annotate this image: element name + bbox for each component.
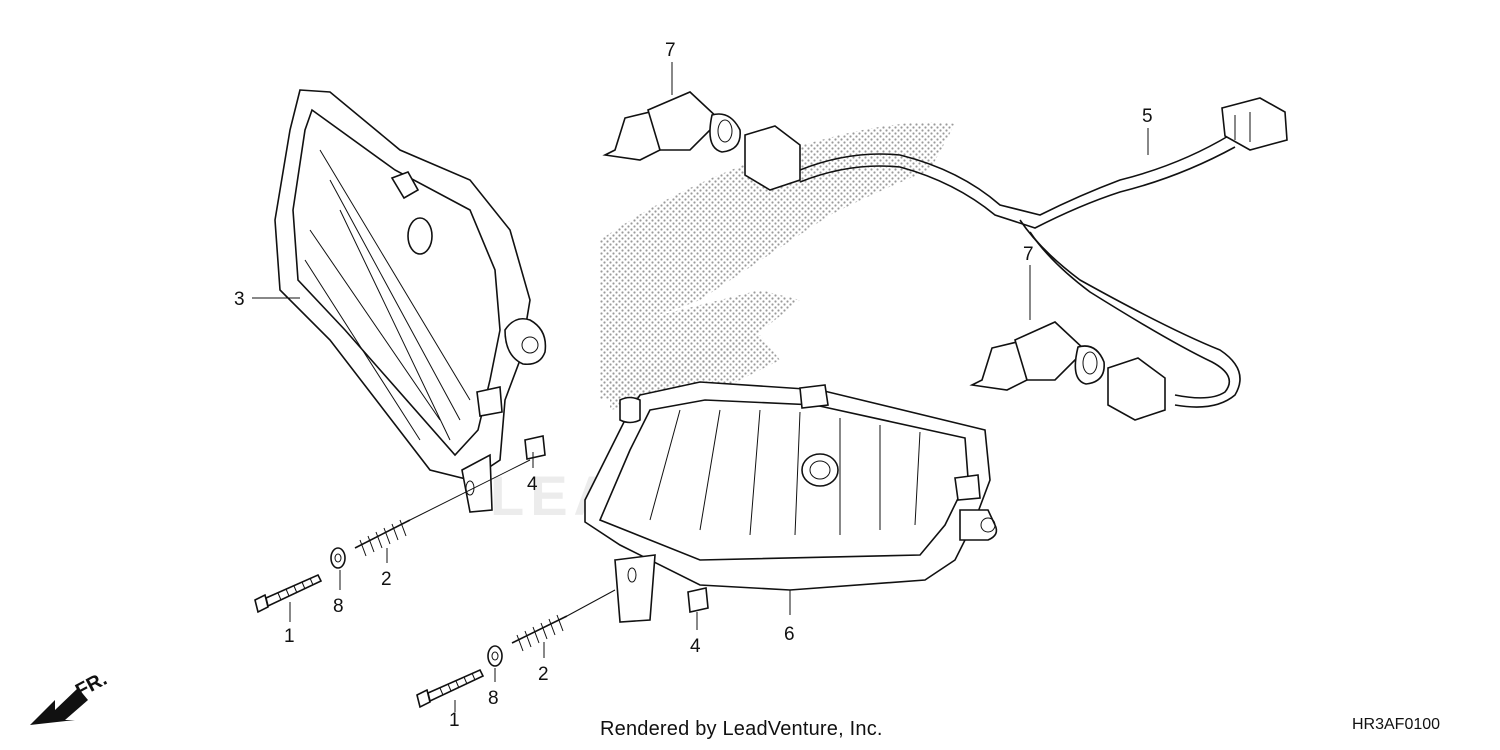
bulb-socket-lower (969, 321, 1105, 391)
callout-7-lower: 7 (1023, 244, 1034, 265)
callout-1-upper: 1 (284, 626, 295, 647)
callout-3: 3 (234, 289, 245, 310)
render-credit: Rendered by LeadVenture, Inc. (600, 718, 883, 740)
bulb-socket-upper (602, 91, 741, 161)
callout-4-upper: 4 (527, 474, 538, 495)
leader-lines (252, 62, 1149, 712)
spring-upper (354, 519, 411, 557)
spring-lower (511, 614, 568, 652)
washer-upper (330, 547, 346, 569)
clip-nut-upper (524, 435, 546, 460)
screw-lower (416, 668, 485, 709)
headlight-left (274, 89, 547, 513)
callout-6: 6 (784, 624, 795, 645)
callout-4-lower: 4 (690, 636, 701, 657)
callout-8-lower: 8 (488, 688, 499, 709)
diagram-code: HR3AF0100 (1352, 716, 1441, 733)
wire-harness (744, 97, 1288, 421)
clip-nut-lower (687, 587, 709, 613)
callout-2-upper: 2 (381, 569, 392, 590)
headlight-right (584, 381, 998, 623)
callout-2-lower: 2 (538, 664, 549, 685)
wing-emblem-halftone (600, 122, 955, 410)
callout-8-upper: 8 (333, 596, 344, 617)
washer-lower (487, 645, 503, 667)
front-direction-arrow: FR. (30, 668, 111, 725)
callout-7-upper: 7 (665, 40, 676, 61)
callout-1-lower: 1 (449, 710, 460, 731)
screw-upper (254, 573, 323, 614)
callout-5: 5 (1142, 106, 1153, 127)
